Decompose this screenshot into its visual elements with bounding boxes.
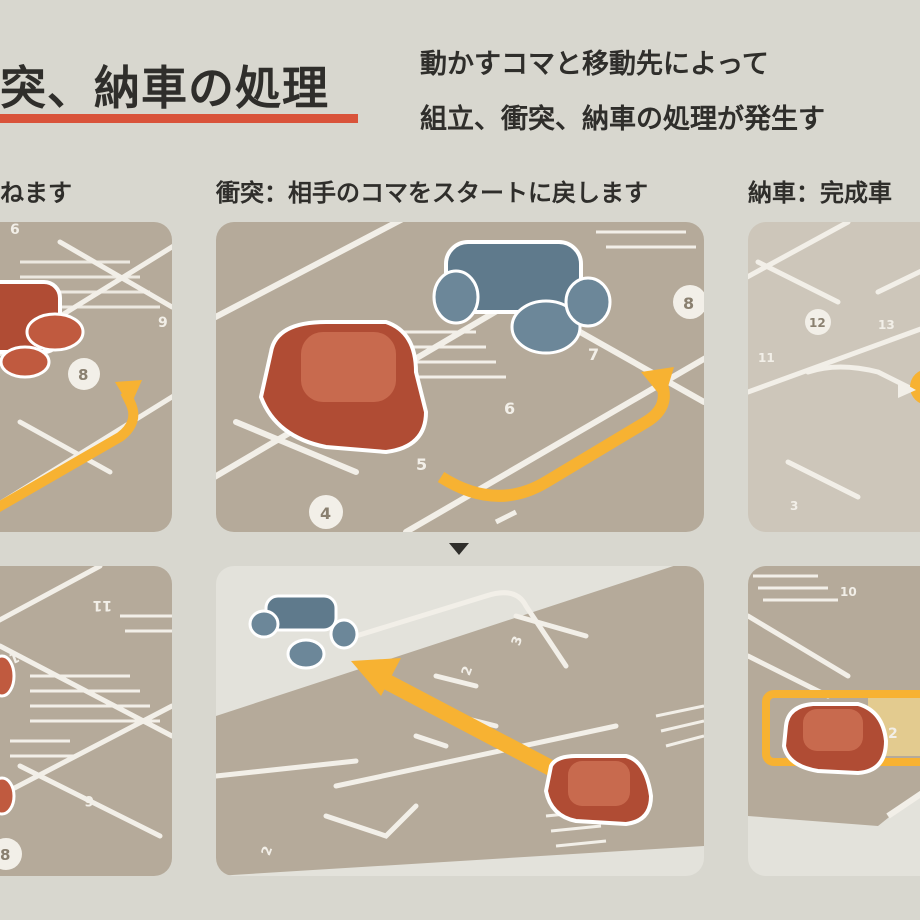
board-number: 3	[790, 499, 798, 513]
red-car-piece	[781, 702, 889, 776]
blue-car-piece	[248, 594, 359, 670]
caption-right: 納車：完成車	[748, 179, 892, 207]
board-panel-collision-bottom: 3 2 2	[216, 566, 704, 876]
board-number: 6	[504, 399, 515, 418]
subtitle-line-2: 組立、衝突、納車の処理が発生す	[420, 104, 825, 135]
board-panel-assemble-bottom: 11 10 6 8	[0, 566, 172, 876]
step-down-arrow-icon	[449, 543, 469, 555]
board-number: 6	[10, 222, 20, 238]
board-number: 4	[320, 504, 331, 523]
page-title: 突、納車の処理	[0, 61, 329, 115]
board-number: 2	[888, 726, 898, 742]
space-marker	[673, 285, 704, 319]
board-number: 6	[84, 792, 94, 808]
title-underline	[0, 114, 358, 123]
board-panel-assemble-top: 6 9 8	[0, 222, 172, 532]
caption-center: 衝突：相手のコマをスタートに戻します	[216, 179, 648, 207]
red-car-piece	[0, 280, 85, 379]
board-number: 12	[809, 316, 826, 330]
space-marker	[805, 309, 831, 335]
arrow-head	[641, 367, 674, 400]
blue-car-piece	[432, 240, 612, 355]
move-arrow	[0, 389, 139, 513]
arrow-head	[351, 658, 401, 696]
board-arrow-mark	[494, 509, 518, 525]
board-panel-delivery-top: 12 13 11 3	[748, 222, 920, 532]
board-number: 7	[588, 345, 599, 364]
board-panel-collision-top: 8 7 6 5 4	[216, 222, 704, 532]
red-car-piece	[543, 754, 654, 827]
red-car-piece	[0, 654, 16, 816]
board-number: 8	[0, 846, 10, 864]
board-number: 8	[683, 294, 694, 313]
arrow-head	[115, 380, 142, 407]
board-number: 8	[78, 366, 88, 384]
board-number: 13	[878, 318, 895, 332]
red-car-piece	[258, 320, 429, 455]
move-arrow	[372, 668, 570, 784]
board-number: 9	[158, 315, 168, 331]
move-arrow	[910, 370, 920, 404]
space-marker	[309, 495, 343, 529]
board-number: 10	[840, 585, 857, 599]
board-panel-delivery-bottom: 10 2	[748, 566, 920, 876]
subtitle-line-1: 動かすコマと移動先によって	[420, 49, 769, 80]
caption-left: ねます	[0, 179, 72, 207]
board-number: 11	[93, 597, 112, 613]
board-number: 5	[416, 455, 427, 474]
space-marker	[68, 358, 100, 390]
board-arrow-mark	[886, 790, 920, 819]
space-marker	[0, 838, 22, 870]
board-arrow-mark	[898, 380, 916, 398]
board-number: 11	[758, 351, 775, 365]
